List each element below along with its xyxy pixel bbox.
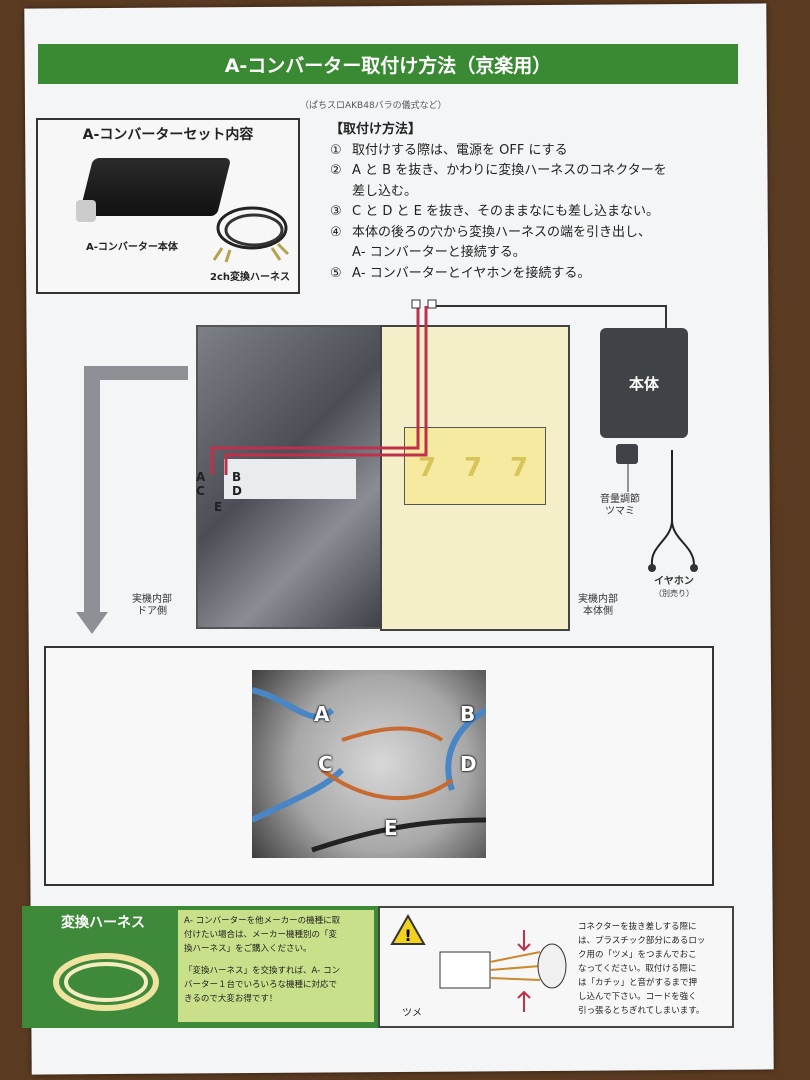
volume-knob-icon [76, 200, 96, 222]
reel-symbol: 7 [510, 453, 529, 483]
step-text: C と D と E を抜き、そのままなにも差し込まない。 [352, 204, 660, 219]
harness-label: 2ch変換ハーネス [210, 272, 291, 283]
step-number: ⑤ [330, 265, 342, 281]
body-side-machine-diagram: 7 7 7 [380, 325, 570, 631]
harness-text-line: 「変換ハーネス」を交換すれば、A‑ コン [184, 966, 341, 976]
harness-cable-image [212, 206, 290, 263]
step-number: ② [330, 163, 342, 178]
connector-label: B [232, 470, 242, 484]
harness-text-line: A‑ コンバーターを他メーカーの機種に取 [184, 916, 341, 926]
step-number: ④ [330, 224, 342, 240]
step-5: ⑤ A‑ コンバーターとイヤホンを接続する。 [330, 264, 740, 285]
caution-text-line: なってください。取付ける際に [578, 964, 697, 974]
photo-wires [250, 687, 488, 853]
volume-knob-label: 音量調節 ツマミ [600, 494, 640, 518]
earphone-note: （別売り） [654, 589, 694, 598]
harness-info-panel: 変換ハーネス A‑ コンバーターを他メーカーの機種に取 付けたい場合は、メーカー… [22, 906, 378, 1028]
caution-text-line: コネクターを抜き差しする際に [578, 922, 697, 932]
page-title: A‑コンバーター取付け方法（京楽用） [38, 44, 738, 84]
door-side-label: 実機内部 ドア側 [132, 594, 172, 618]
volume-knob-diagram [616, 444, 638, 464]
step-text: 取付けする際は、電源を OFF にする [352, 142, 568, 158]
door-side-machine-image [196, 325, 384, 629]
harness-text-line: バーター１台でいろいろな機種に対応で [184, 980, 338, 990]
photo-label: D [460, 752, 477, 776]
tsume-label: ツメ [402, 1008, 422, 1019]
harness-text-spacer [184, 956, 368, 964]
connector-clip-illustration [439, 930, 567, 1012]
reel-symbol: 7 [464, 453, 483, 483]
reel-symbol: 7 [418, 453, 437, 483]
step-2: ② A と B を抜き、かわりに変換ハーネスのコネクターを [330, 161, 740, 182]
set-contents-title: A‑コンバーターセット内容 [82, 127, 254, 143]
volume-label-line1: 音量調節 [600, 494, 640, 505]
step-text: 本体の後ろの穴から変換ハーネスの端を引き出し、 [352, 224, 652, 240]
caution-text-line: は、プラスチック部分にあるロッ [578, 936, 706, 946]
harness-text-line: 付けたい場合は、メーカー機種別の「変 [184, 930, 338, 940]
photo-label: B [460, 702, 476, 726]
connector-label: E [214, 500, 223, 514]
photo-label: E [384, 816, 398, 840]
arrow-horizontal [84, 366, 188, 380]
caution-text-line: し込んで下さい。コードを強く [578, 992, 697, 1002]
caution-text-line: は「カチッ」と音がするまで押 [578, 978, 698, 988]
step-text-continued: A‑ コンバーターと接続する。 [352, 245, 526, 260]
warning-icon: ! [390, 914, 426, 945]
method-heading: 【取付け方法】 [330, 122, 422, 137]
install-method: 【取付け方法】 ① 取付けする際は、電源を OFF にする ② A と B を抜… [330, 120, 740, 284]
earphone-label-block: イヤホン （別売り） [654, 576, 694, 600]
set-contents-box: A‑コンバーターセット内容 A‑コンバーター本体 2ch変換ハーネス [36, 118, 300, 294]
step-3: ③ C と D と E を抜き、そのままなにも差し込まない。 [330, 202, 740, 223]
step-number: ③ [330, 204, 342, 219]
earphone-label: イヤホン [654, 576, 694, 587]
connector-photo [250, 670, 488, 858]
step-number: ① [330, 142, 342, 158]
arrow-down-icon [76, 612, 108, 634]
step-text: A‑ コンバーターとイヤホンを接続する。 [352, 265, 591, 281]
page-title-text: A‑コンバーター取付け方法（京楽用） [224, 54, 552, 77]
page-subtitle: （ぱちスロAKB48バラの儀式など） [300, 101, 447, 111]
converter-unit-diagram: 本体 [600, 328, 688, 438]
caution-text-line: 引っ張るとちぎれてしまいます。 [578, 1006, 705, 1016]
harness-text-line: きるので大変お得です！ [184, 994, 278, 1004]
step-text: A と B を抜き、かわりに変換ハーネスのコネクターを [352, 163, 667, 178]
caution-text-line: ク用の「ツメ」をつまんでおこ [578, 950, 697, 960]
unit-label: 本体 [628, 374, 659, 393]
door-side-line1: 実機内部 [132, 594, 172, 605]
harness-coil-image [53, 953, 159, 1011]
photo-label: C [318, 752, 333, 776]
door-side-line2: ドア側 [137, 606, 167, 617]
caution-text: コネクターを抜き差しする際に は、プラスチック部分にあるロッ ク用の「ツメ」をつ… [578, 920, 724, 1018]
step-4: ④ 本体の後ろの穴から変換ハーネスの端を引き出し、 [330, 223, 740, 244]
body-side-line2: 本体側 [583, 606, 613, 617]
photo-label: A [314, 702, 330, 726]
step-1: ① 取付けする際は、電源を OFF にする [330, 141, 740, 162]
connector-label: A [196, 470, 206, 484]
svg-text:!: ! [404, 926, 411, 945]
arrow-vertical [84, 366, 100, 618]
caution-panel: ! ツメ コネクターを抜き差しする際に は、プラスチック部分にあるロッ ク用の「… [378, 906, 734, 1028]
reel-panel [404, 427, 546, 505]
step-text-continued: 差し込む。 [352, 183, 418, 199]
connector-label: D [232, 484, 242, 498]
harness-info-title: 変換ハーネス [61, 915, 145, 931]
harness-text-line: 換ハーネス」をご購入ください。 [184, 944, 312, 954]
volume-label-line2: ツマミ [605, 506, 635, 517]
harness-info-text: A‑ コンバーターを他メーカーの機種に取 付けたい場合は、メーカー機種別の「変 … [178, 910, 374, 1022]
door-window [224, 459, 356, 499]
body-side-label: 実機内部 本体側 [578, 594, 618, 618]
device-label: A‑コンバーター本体 [86, 242, 178, 253]
body-side-line1: 実機内部 [578, 594, 618, 605]
connector-label: C [196, 484, 205, 498]
